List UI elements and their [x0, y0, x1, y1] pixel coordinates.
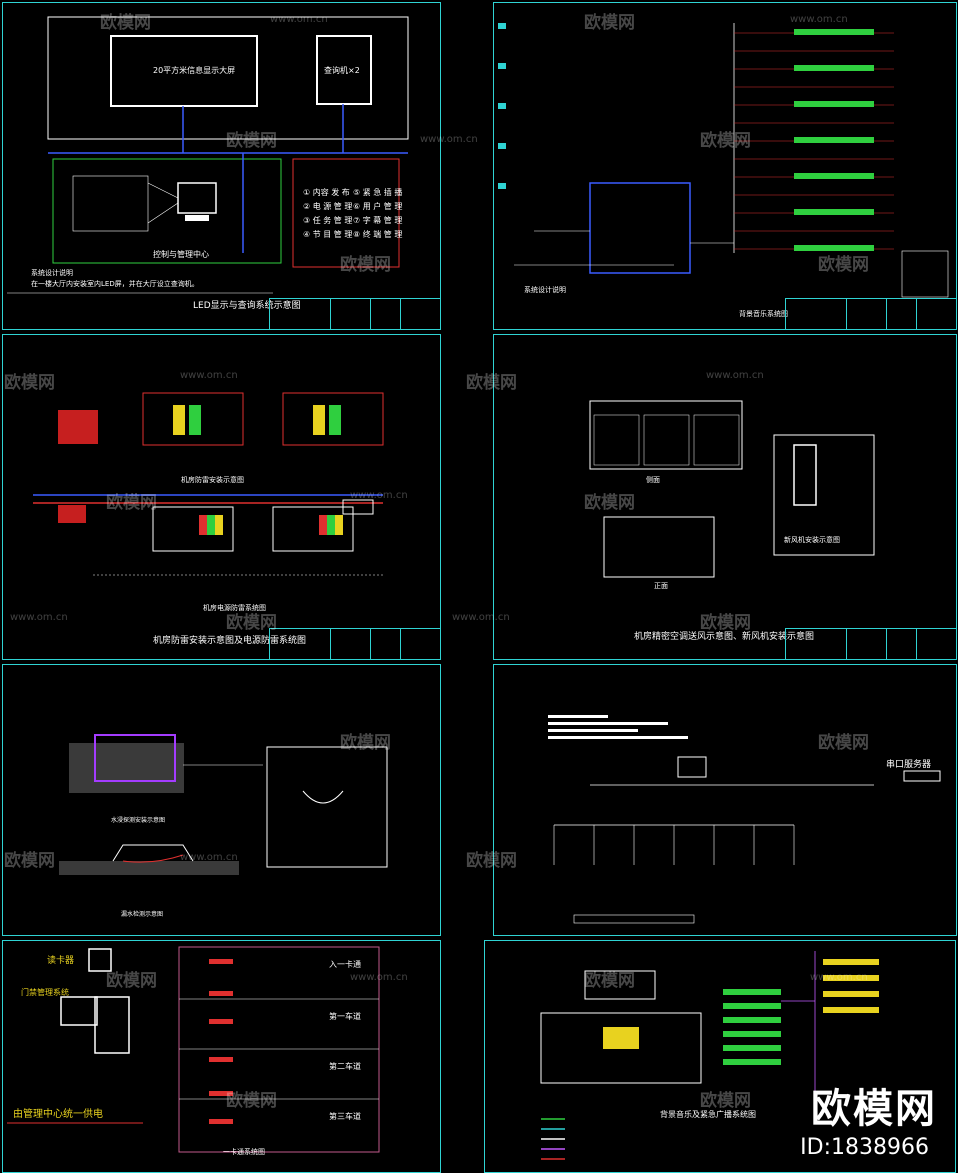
note-title: 系统设计说明: [31, 269, 73, 277]
feature-6: ⑥ 用 户 管 理: [353, 202, 403, 211]
sub-title-2: 机房电源防雷系统图: [203, 604, 266, 612]
watermark-text: 欧模网: [340, 733, 391, 753]
title-block: [269, 298, 440, 329]
network-diagram: [548, 715, 941, 924]
watermark-text: 欧模网: [584, 493, 635, 513]
watermark-url: www.om.cn: [350, 490, 408, 501]
big-screen-label: 20平方米信息显示大屏: [153, 66, 236, 75]
sheet-emergency-broadcast: 背景音乐及紧急广播系统图 欧模网 ID:1838966: [484, 940, 956, 1173]
watermark-text: 欧模网: [100, 13, 151, 33]
sheet-title: 机房精密空调送风示意图、新风机安装示意图: [634, 632, 815, 642]
watermark-text: 欧模网: [106, 971, 157, 991]
watermark-text: 欧模网: [700, 1091, 751, 1111]
watermark-url: www.om.cn: [180, 370, 238, 381]
feature-5: ⑤ 紧 急 插 播: [353, 188, 403, 197]
watermark-text: 欧模网: [466, 373, 517, 393]
label-b: 漏水检测示意图: [121, 911, 164, 918]
sheet-title: 背景音乐及紧急广播系统图: [660, 1110, 756, 1119]
ac-diagram: [589, 400, 875, 578]
watermark-url: www.om.cn: [810, 972, 868, 983]
sheet-one-card: 读卡器 门禁管理系统 由管理中心统一供电 入一卡通 第一车道 第二车道 第三车道…: [2, 940, 441, 1173]
feature-8: ⑧ 终 端 管 理: [353, 230, 403, 239]
broadcast-diagram: [540, 951, 879, 1160]
kiosk-label: 查询机×2: [324, 66, 360, 75]
music-system-diagram: [514, 23, 949, 298]
power-label: 由管理中心统一供电: [13, 1109, 103, 1120]
channel-2: 第一车道: [329, 1012, 361, 1021]
sheet-background-music: 系统设计说明 背景音乐系统图: [493, 2, 957, 330]
watermark-text: 欧模网: [700, 613, 751, 633]
watermark-text: 欧模网: [584, 13, 635, 33]
watermark-text: 欧模网: [4, 851, 55, 871]
title-block: [785, 298, 956, 329]
led-system-diagram: [7, 16, 409, 294]
one-card-diagram: [7, 946, 380, 1153]
channel-1: 入一卡通: [329, 960, 361, 969]
sheet-lightning-protection: 机房防雷安装示意图 机房电源防雷系统图 机房防雷安装示意图及电源防雷系统图: [2, 334, 441, 660]
lightning-diagram: [33, 392, 384, 576]
channel-4: 第三车道: [329, 1112, 361, 1121]
watermark-url: www.om.cn: [180, 852, 238, 863]
sub-title-1: 机房防雷安装示意图: [181, 476, 244, 484]
brand-id: ID:1838966: [800, 1135, 929, 1160]
watermark-text: 欧模网: [226, 613, 277, 633]
watermark-url: www.om.cn: [452, 612, 510, 623]
watermark-text: 欧模网: [106, 493, 157, 513]
feature-1: ① 内容 发 布: [303, 188, 350, 197]
watermark-url: www.om.cn: [10, 612, 68, 623]
sheet-led-display: 20平方米信息显示大屏 查询机×2 控制与管理中心 ① 内容 发 布 ② 电 源…: [2, 2, 441, 330]
watermark-text: 欧模网: [4, 373, 55, 393]
feature-7: ⑦ 字 幕 管 理: [353, 216, 403, 225]
watermark-text: 欧模网: [226, 131, 277, 151]
watermark-url: www.om.cn: [350, 972, 408, 983]
side-label: 侧面: [646, 476, 660, 484]
watermark-url: www.om.cn: [790, 14, 848, 25]
watermark-text: 欧模网: [340, 255, 391, 275]
title-block: [785, 628, 956, 659]
reader-label: 读卡器: [47, 956, 75, 966]
control-center-label: 控制与管理中心: [153, 250, 209, 259]
watermark-url: www.om.cn: [706, 370, 764, 381]
feature-4: ④ 节 目 管 理: [303, 230, 353, 239]
sheet-title: 一卡通系统图: [223, 1148, 265, 1156]
watermark-url: www.om.cn: [270, 14, 328, 25]
watermark-text: 欧模网: [818, 255, 869, 275]
watermark-text: 欧模网: [700, 131, 751, 151]
mgmt-label: 门禁管理系统: [21, 988, 69, 997]
sheet-title: 机房防雷安装示意图及电源防雷系统图: [153, 636, 307, 646]
unit-label: 新风机安装示意图: [784, 536, 840, 544]
label-a: 水浸探测安装示意图: [111, 817, 166, 824]
sheet-network-monitor: 串口服务器: [493, 664, 957, 936]
sheet-title: 背景音乐系统图: [739, 310, 788, 318]
watermark-text: 欧模网: [818, 733, 869, 753]
title-block: [269, 628, 440, 659]
note-title: 系统设计说明: [524, 286, 566, 294]
watermark-text: 欧模网: [466, 851, 517, 871]
note-text: 在一楼大厅内安装室内LED屏，并在大厅设立查询机。: [31, 280, 199, 288]
watermark-url: www.om.cn: [420, 134, 478, 145]
front-label: 正面: [654, 582, 668, 590]
feature-2: ② 电 源 管 理: [303, 202, 353, 211]
channel-3: 第二车道: [329, 1062, 361, 1071]
serial-server-label: 串口服务器: [886, 760, 932, 770]
sheet-water-leak: 水浸探测安装示意图 漏水检测示意图: [2, 664, 441, 936]
brand-logo: 欧模网: [811, 1086, 937, 1132]
sheet-title: LED显示与查询系统示意图: [193, 301, 301, 311]
water-leak-diagram: [59, 734, 388, 875]
feature-3: ③ 任 务 管 理: [303, 216, 353, 225]
watermark-text: 欧模网: [226, 1091, 277, 1111]
watermark-text: 欧模网: [584, 971, 635, 991]
sheet-precision-ac: 侧面 正面 新风机安装示意图 机房精密空调送风示意图、新风机安装示意图: [493, 334, 957, 660]
